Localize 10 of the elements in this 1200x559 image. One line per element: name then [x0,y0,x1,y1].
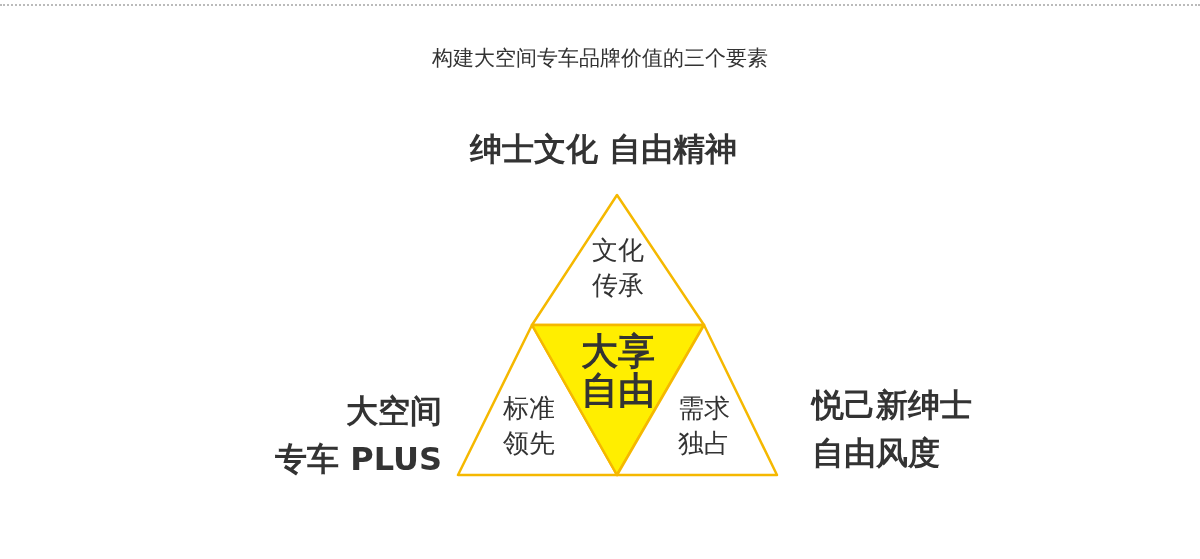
segment-label: 需求独占 [677,392,731,461]
segment-label: 大享自由 [580,333,656,411]
segment-label: 标准领先 [502,392,556,461]
side-caption: 专车 PLUS [275,440,442,479]
side-caption: 悦己新绅士 [812,386,972,425]
segment-label: 文化传承 [591,234,645,303]
side-caption: 绅士文化 自由精神 [470,130,738,169]
side-caption: 自由风度 [812,434,940,473]
side-caption: 大空间 [346,392,442,431]
title: 构建大空间专车品牌价值的三个要素 [431,45,769,72]
